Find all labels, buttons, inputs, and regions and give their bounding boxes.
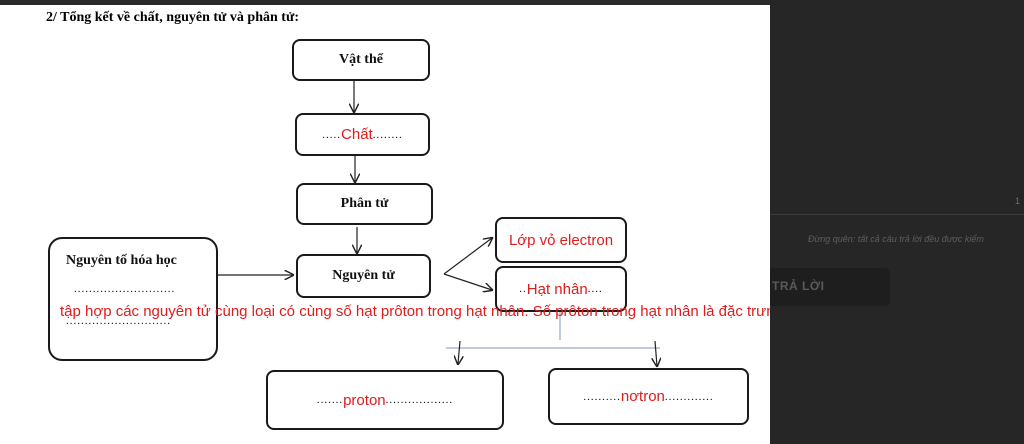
dots-right: .... xyxy=(587,283,603,295)
dots-line-2: ............................ xyxy=(66,315,171,327)
section-heading: 2/ Tổng kết về chất, nguyên tử và phân t… xyxy=(46,10,300,25)
box-nguyen-tu: Nguyên tử xyxy=(296,254,431,298)
dots-right: .................. xyxy=(385,394,454,406)
count-text: 1 xyxy=(1014,196,1020,206)
dots-right: ............. xyxy=(664,390,714,403)
box-notron: .......... nơtron ............. xyxy=(548,368,749,425)
label-nguyen-tu: Nguyên tử xyxy=(332,268,395,283)
dots-left: .. xyxy=(519,283,527,295)
label-lop-vo-electron: Lớp vỏ electron xyxy=(508,231,614,249)
label-proton: proton xyxy=(343,391,386,409)
answer-button-label: TRẢ LỜI xyxy=(772,279,825,293)
box-nguyen-to-hoa-hoc: Nguyên tố hóa học ......................… xyxy=(48,237,218,361)
top-bar xyxy=(0,0,1024,5)
arrow-to-proton xyxy=(458,340,460,364)
right-side-panel: 1 Đừng quên: tất cả câu trả lời đều được… xyxy=(770,0,1024,444)
diagram-connectors xyxy=(218,81,770,444)
label-nguyen-to-hoa-hoc: Nguyên tố hóa học xyxy=(66,253,177,268)
box-proton: ....... proton .................. xyxy=(266,370,504,430)
arrow-nguyentu-hatnhan xyxy=(443,273,492,290)
dots-right: ........ xyxy=(372,128,403,141)
dots-left: ..... xyxy=(322,128,342,141)
label-chat: Chất xyxy=(341,126,373,143)
arrow-nguyentu-lopvo xyxy=(443,238,492,275)
dots-left: .......... xyxy=(583,390,621,403)
answer-text-overlay: tập hợp các nguyên tử cùng loại có cùng … xyxy=(60,303,886,320)
box-hat-nhan: .. Hạt nhân .... xyxy=(495,266,627,312)
arrow-to-notron xyxy=(655,340,657,366)
label-phan-tu: Phân tử xyxy=(340,196,389,211)
box-phan-tu: Phân tử xyxy=(296,183,433,225)
dots-left: ....... xyxy=(316,394,344,406)
label-notron: nơtron xyxy=(620,388,665,405)
answer-button[interactable]: TRẢ LỜI xyxy=(770,268,890,306)
box-lop-vo-electron: Lớp vỏ electron xyxy=(495,217,627,263)
box-vat-the: Vật thể xyxy=(292,39,430,81)
panel-divider xyxy=(770,214,1024,215)
dots-line-1: ........................... xyxy=(74,283,176,295)
label-hat-nhan: Hạt nhân xyxy=(526,280,588,298)
submission-note: Đừng quên: tất cả câu trả lời đều được k… xyxy=(808,234,984,244)
box-chat: ..... Chất ........ xyxy=(295,113,430,156)
label-vat-the: Vật thể xyxy=(339,52,383,67)
